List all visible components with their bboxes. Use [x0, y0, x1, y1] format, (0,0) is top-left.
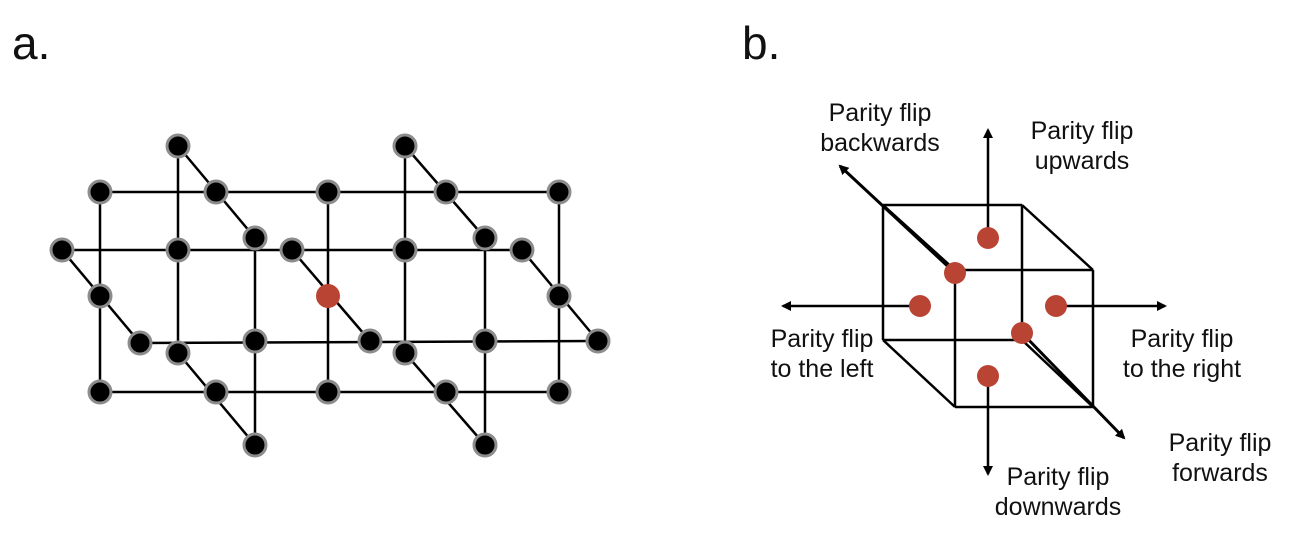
- lattice-node: [546, 283, 572, 309]
- lattice-node: [165, 237, 191, 263]
- cube-edges: [881, 203, 1095, 409]
- lattice-node: [392, 133, 418, 159]
- lattice-node: [87, 283, 113, 309]
- arrow-backwards: [838, 164, 957, 275]
- lattice-node: [546, 179, 572, 205]
- face-center-front: [1011, 322, 1033, 344]
- face-center-bottom: [977, 365, 999, 387]
- face-center-back: [944, 262, 966, 284]
- face-center-right: [1045, 295, 1067, 317]
- lattice-node: [433, 379, 459, 405]
- lattice-node: [315, 379, 341, 405]
- lattice-node: [357, 328, 383, 354]
- lattice-node: [315, 179, 341, 205]
- cube-depth-edge-top-right: [1021, 204, 1094, 271]
- label-backwards: Parity flip backwards: [820, 99, 940, 157]
- highlighted-lattice-node: [316, 284, 340, 308]
- lattice-node: [392, 237, 418, 263]
- face-center-left: [909, 295, 931, 317]
- lattice-node: [433, 179, 459, 205]
- lattice-node: [87, 379, 113, 405]
- lattice-node: [87, 179, 113, 205]
- cube-depth-edge-bottom-left: [882, 339, 956, 408]
- lattice-nodes: [49, 133, 611, 458]
- lattice-node: [472, 225, 498, 251]
- lattice-node: [242, 225, 268, 251]
- label-upwards: Parity flip upwards: [1030, 117, 1134, 175]
- lattice-node: [546, 379, 572, 405]
- label-left: Parity flip to the left: [770, 325, 874, 383]
- lattice-node: [203, 179, 229, 205]
- lattice-node: [279, 237, 305, 263]
- label-downwards: Parity flip downwards: [994, 463, 1122, 521]
- lattice-node: [165, 133, 191, 159]
- lattice-node: [203, 379, 229, 405]
- lattice-node: [127, 330, 153, 356]
- lattice-node: [242, 432, 268, 458]
- cube-face-centers: [909, 227, 1067, 387]
- panel-a-label: a.: [12, 17, 51, 69]
- face-center-top: [977, 227, 999, 249]
- label-forwards: Parity flip forwards: [1168, 429, 1272, 487]
- lattice-node: [472, 432, 498, 458]
- lattice-node: [509, 237, 535, 263]
- arrow-forwards: [1020, 331, 1126, 440]
- lattice-node: [585, 328, 611, 354]
- panel-b-label: b.: [742, 17, 781, 69]
- lattice-node: [49, 237, 75, 263]
- cube-arrows: [781, 128, 1167, 476]
- lattice-node: [242, 328, 268, 354]
- label-right: Parity flip to the right: [1122, 325, 1242, 383]
- lattice-node: [392, 340, 418, 366]
- lattice-node: [165, 340, 191, 366]
- lattice-node: [472, 328, 498, 354]
